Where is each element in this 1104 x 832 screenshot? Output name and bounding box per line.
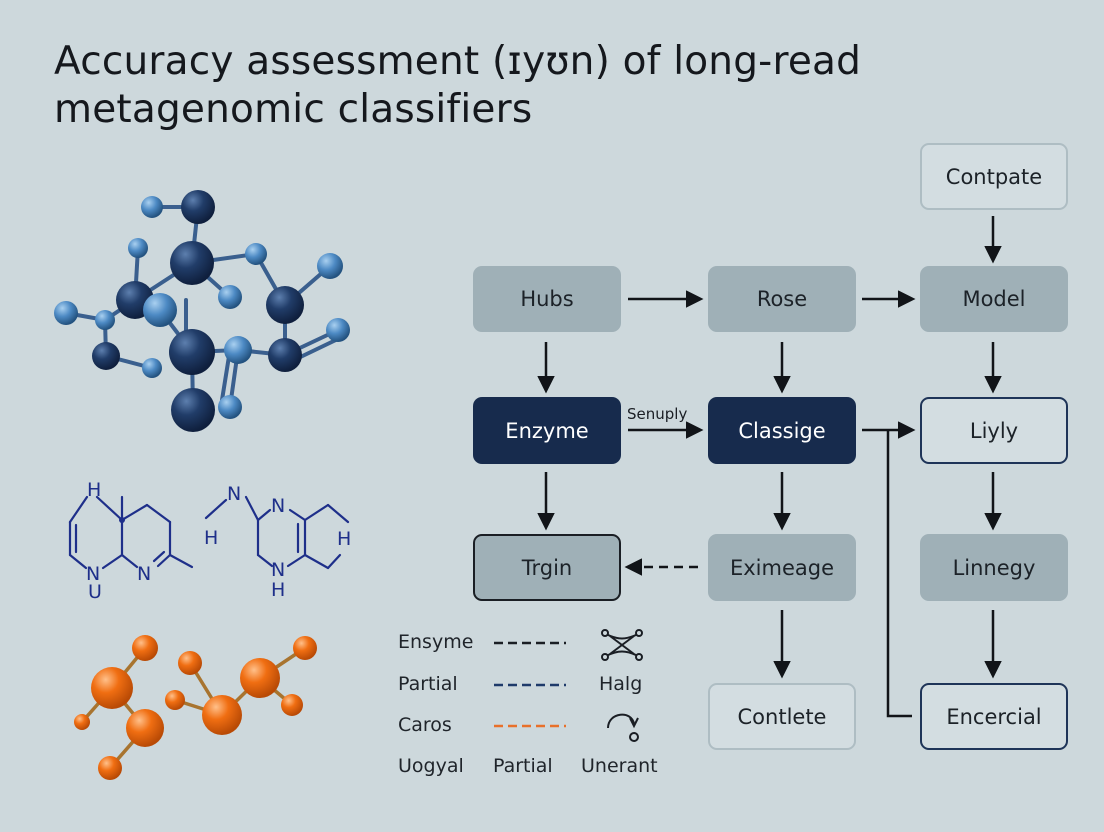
node-classige[interactable]: Classige <box>708 397 856 464</box>
atom-label: H <box>271 579 285 601</box>
atom-label: U <box>88 581 102 603</box>
atom-label: N <box>227 483 241 505</box>
legend-label-partial-2: Partial <box>493 755 553 777</box>
atom-label: N <box>271 495 285 517</box>
node-trgin[interactable]: Trgin <box>473 534 621 601</box>
node-liyly[interactable]: Liyly <box>920 397 1068 464</box>
atom-label: N <box>271 559 285 581</box>
node-rose[interactable]: Rose <box>708 266 856 332</box>
node-encercial[interactable]: Encercial <box>920 683 1068 750</box>
page-title: Accuracy assessment (ɪyʊn) of long-read … <box>54 38 861 134</box>
legend-label-caros: Caros <box>398 714 452 736</box>
node-hubs[interactable]: Hubs <box>473 266 621 332</box>
legend-label-halg: Halg <box>599 673 643 695</box>
node-contpate[interactable]: Contpate <box>920 143 1068 210</box>
title-line-1: Accuracy assessment (ɪyʊn) of long-read <box>54 39 862 84</box>
connector-classige-encercial <box>886 430 912 718</box>
chemical-structure-right-labels: N H N N H H <box>204 483 351 601</box>
legend-label-partial: Partial <box>398 673 458 695</box>
chemical-structure-left-labels: H N U N N <box>86 479 151 603</box>
legend-label-unerant: Unerant <box>581 755 658 777</box>
legend-loop-icon <box>607 713 639 742</box>
node-enzyme[interactable]: Enzyme <box>473 397 621 464</box>
node-model[interactable]: Model <box>920 266 1068 332</box>
chemical-structure-right-icon <box>204 495 350 570</box>
ball-stick-molecule-blue-icon <box>54 190 350 432</box>
legend-cross-icon <box>601 629 643 661</box>
node-linnegy[interactable]: Linnegy <box>920 534 1068 601</box>
node-eximeage[interactable]: Eximeage <box>708 534 856 601</box>
atom-label: H <box>204 527 218 549</box>
node-contlete[interactable]: Contlete <box>708 683 856 750</box>
flow-arrows <box>537 216 1002 718</box>
atom-label: H <box>87 479 101 501</box>
title-line-2: metagenomic classifiers <box>54 87 533 132</box>
atom-label: N <box>86 563 100 585</box>
atom-label: H <box>337 528 351 550</box>
ball-stick-molecule-orange-icon <box>74 635 317 780</box>
legend-label-ensyme: Ensyme <box>398 631 474 653</box>
legend-swatches <box>494 641 566 728</box>
edge-label-senuply: Senuply <box>627 405 688 423</box>
chemical-structure-left-icon <box>68 495 194 570</box>
legend-label-uogyal: Uogyal <box>398 755 464 777</box>
atom-label: N <box>137 563 151 585</box>
